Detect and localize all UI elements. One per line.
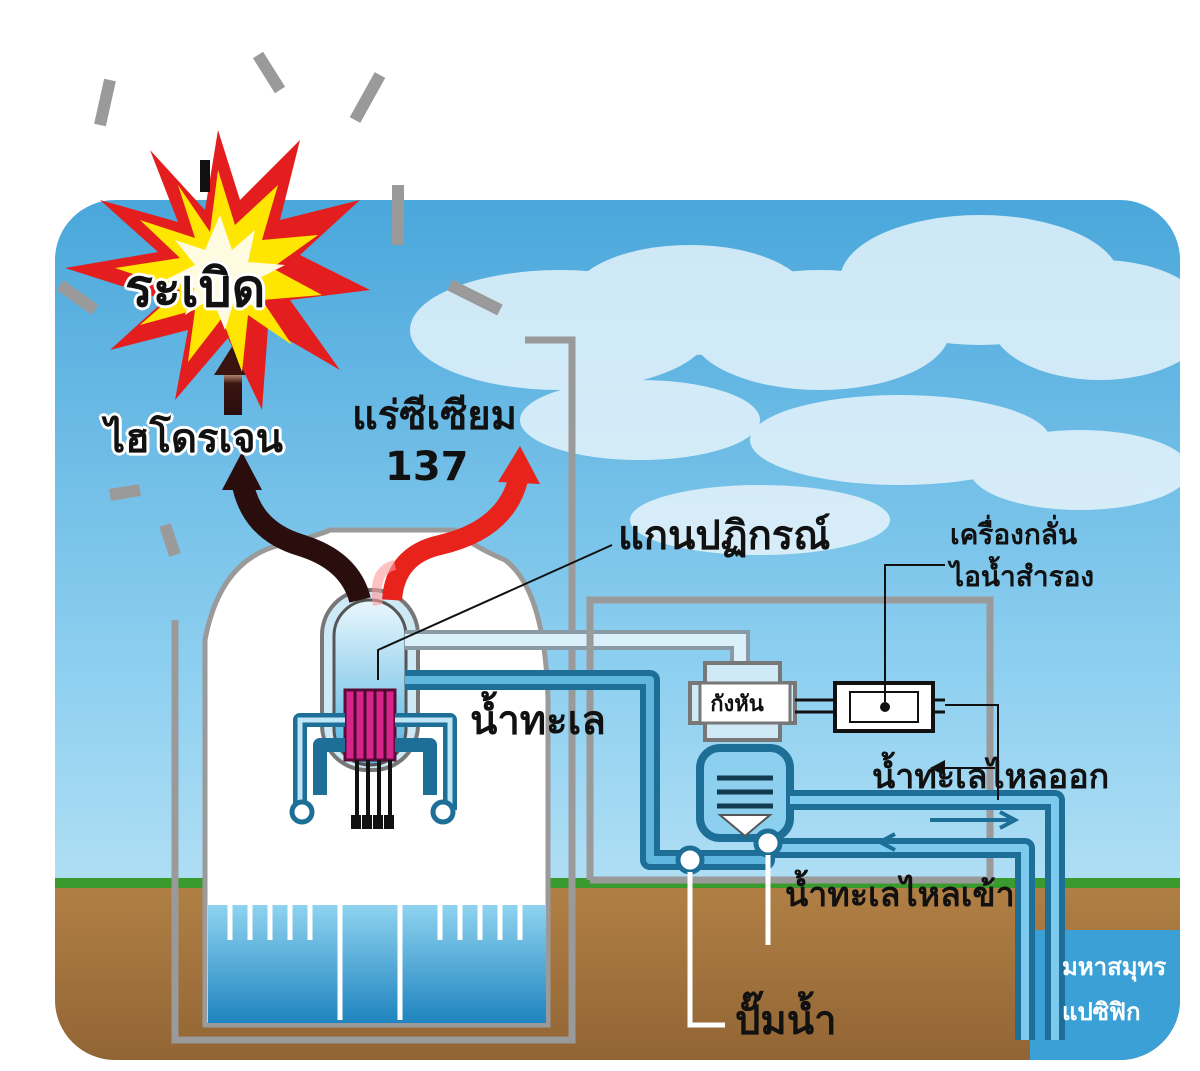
seawater-out-label: น้ำทะเลไหลออก (872, 757, 1110, 797)
explosion-burst (65, 130, 370, 410)
pump-2 (753, 828, 783, 858)
seawater-label: น้ำทะเล (470, 698, 606, 744)
cesium-number-label: 137 (385, 444, 469, 490)
recirc-pump-right (430, 799, 456, 825)
pool-columns (220, 780, 530, 1020)
inflow-arrow (875, 832, 960, 852)
suppression-pool (208, 905, 546, 1023)
turbine-label: กังหัน (710, 691, 764, 717)
seawater-in-label: น้ำทะเลไหลเข้า (785, 875, 1015, 915)
condenser-label-line2: ไอน้ำสำรอง (950, 560, 1095, 593)
pump-leader-lines (687, 855, 771, 1028)
clouds (410, 215, 1180, 555)
cesium-label: แร่ซีเซียม (352, 393, 518, 439)
fuel-rods (343, 688, 397, 829)
pump-1 (675, 845, 705, 875)
outflow-arrow (930, 810, 1020, 830)
ocean-label-line1: มหาสมุทร (1062, 953, 1167, 981)
cesium-arrow (382, 477, 528, 602)
hydrogen-label: ไฮโดรเจน (105, 416, 283, 462)
hydrogen-arrow (231, 477, 371, 604)
reactor-core-label: แกนปฏิกรณ์ (618, 513, 831, 559)
hydrogen-rise-arrow (224, 370, 242, 415)
explosion-label: ระเบิด (125, 259, 266, 319)
recirc-pump-left (289, 799, 315, 825)
ocean-label-line2: แปซิฟิก (1062, 998, 1141, 1026)
turbine-hall-frame (586, 596, 994, 884)
outer-containment (171, 336, 576, 1044)
pump-label: ปั๊มน้ำ (735, 998, 837, 1044)
debris (56, 51, 503, 557)
condenser-label-line1: เครื่องกลั่น (950, 518, 1078, 551)
